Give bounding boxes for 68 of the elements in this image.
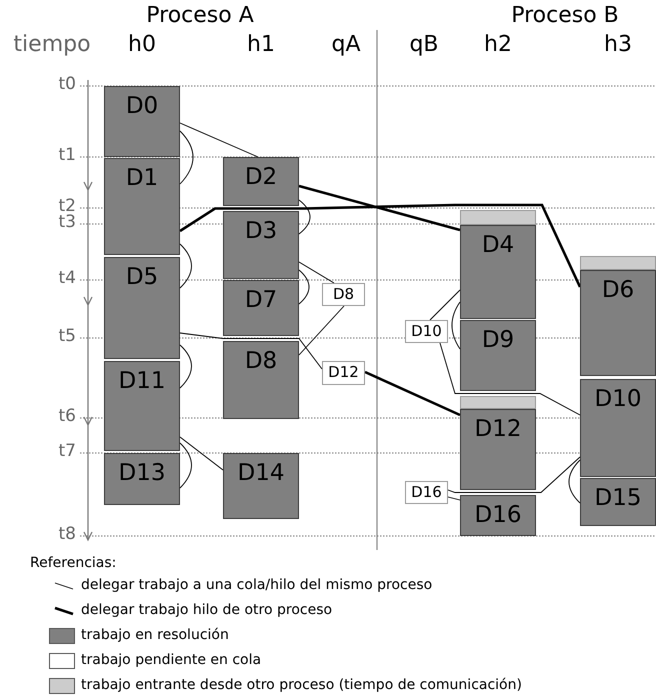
connector-line <box>298 184 460 232</box>
queued-task-box: D12 <box>322 361 365 385</box>
time-tick-label: t1 <box>58 147 76 164</box>
task-block: D1 <box>104 158 180 255</box>
legend-text: delegar trabajo a una cola/hilo del mismo proceso <box>81 578 432 592</box>
transfer-time-bar <box>580 256 656 270</box>
column-heading: h3 <box>604 34 632 56</box>
task-block: D13 <box>104 453 180 505</box>
queued-task-box: D16 <box>405 481 448 504</box>
queued-task-box: D10 <box>405 320 448 343</box>
legend-text: trabajo pendiente en cola <box>81 653 262 667</box>
column-heading: h1 <box>247 34 275 56</box>
curved-connector <box>180 244 192 288</box>
axis-title: tiempo <box>13 34 91 56</box>
time-tick-label: t5 <box>58 328 76 345</box>
process-heading: Proceso B <box>511 5 619 27</box>
connector-line <box>180 436 224 470</box>
connector-line <box>448 456 580 493</box>
task-block: D9 <box>460 320 536 391</box>
task-block: D12 <box>460 409 536 490</box>
task-block: D5 <box>104 257 180 359</box>
queued-task-box: D8 <box>322 283 365 306</box>
column-heading: qA <box>332 34 360 56</box>
task-block: D4 <box>460 225 536 319</box>
task-block: D14 <box>223 453 299 519</box>
time-tick-label: t0 <box>58 76 76 93</box>
connector-line <box>179 204 582 288</box>
connector-line <box>180 122 258 158</box>
connector-line <box>298 306 344 356</box>
connector-line <box>298 262 334 284</box>
time-tick-label: t6 <box>58 408 76 425</box>
curved-connector <box>568 460 580 504</box>
time-tick-label: t7 <box>58 443 76 460</box>
time-tick-label: t4 <box>58 270 76 287</box>
legend-title: Referencias: <box>30 556 116 570</box>
time-tick-label: t8 <box>58 526 76 543</box>
task-block: D3 <box>223 211 299 279</box>
curved-connector <box>298 270 310 304</box>
task-block: D16 <box>460 495 536 536</box>
curved-connector <box>452 302 460 350</box>
connector-line <box>180 332 322 370</box>
connector-line <box>364 370 461 416</box>
curved-connector <box>180 442 192 488</box>
task-block: D15 <box>580 478 656 526</box>
time-tick-label: t3 <box>58 214 76 231</box>
curved-connector <box>298 200 310 234</box>
legend-text: trabajo en resolución <box>81 628 229 642</box>
process-heading: Proceso A <box>146 5 254 27</box>
transfer-time-bar <box>460 396 536 409</box>
connector-line <box>448 496 460 500</box>
time-tick-label: t2 <box>58 198 76 215</box>
legend-text: delegar trabajo hilo de otro proceso <box>81 603 332 617</box>
task-block: D11 <box>104 361 180 451</box>
transfer-time-bar <box>460 210 536 225</box>
task-block: D8 <box>223 341 299 419</box>
connector-line <box>430 290 460 320</box>
curved-connector <box>180 344 192 388</box>
task-block: D6 <box>580 270 656 376</box>
curved-connector <box>180 130 194 184</box>
task-block: D7 <box>223 280 299 336</box>
column-heading: qB <box>409 34 439 56</box>
task-block: D2 <box>223 157 299 206</box>
task-block: D10 <box>580 379 656 477</box>
column-heading: h0 <box>128 34 156 56</box>
task-block: D0 <box>104 86 180 157</box>
column-heading: h2 <box>484 34 512 56</box>
legend-text: trabajo entrante desde otro proceso (tiempo de comunicación) <box>81 678 522 692</box>
connector-line <box>440 342 580 416</box>
